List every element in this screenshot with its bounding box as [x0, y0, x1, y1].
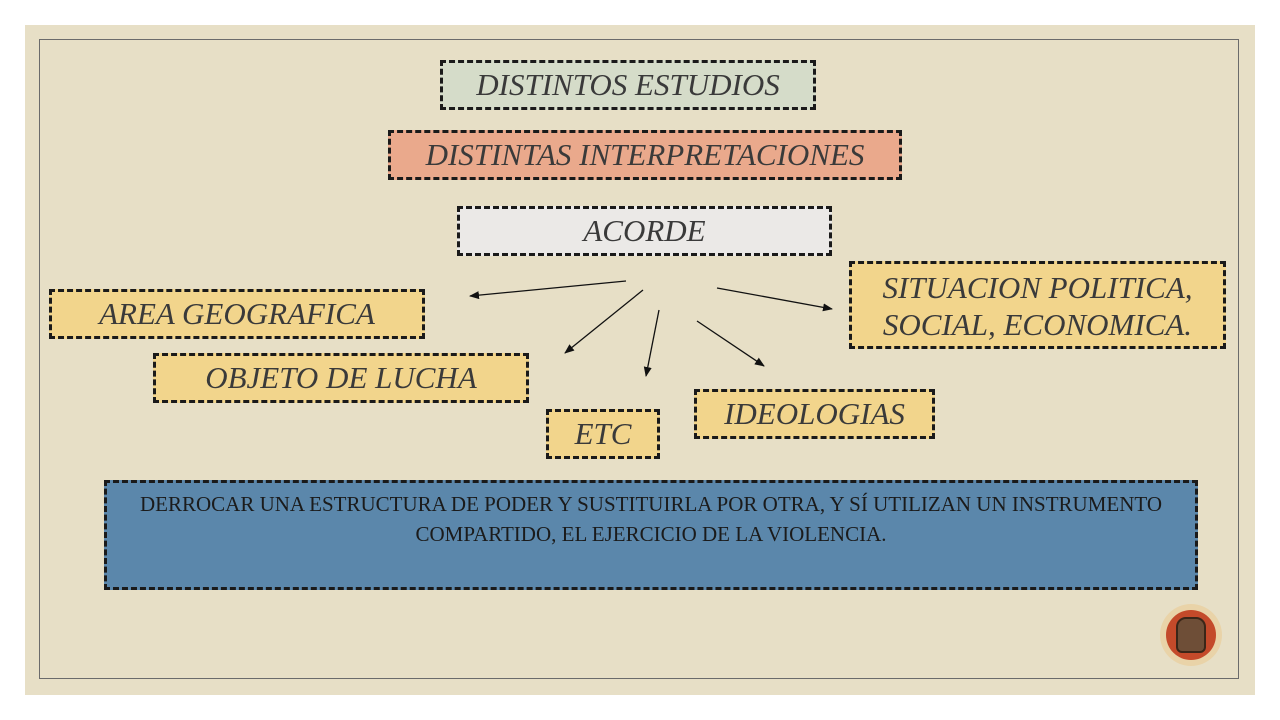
- objeto-de-lucha-text: OBJETO DE LUCHA: [205, 360, 477, 396]
- situacion-text-line1: SITUACION POLITICA,: [882, 269, 1193, 305]
- acorde-box: ACORDE: [457, 206, 832, 256]
- conclusion-box: DERROCAR UNA ESTRUCTURA DE PODER Y SUSTI…: [104, 480, 1198, 590]
- area-geografica-box: AREA GEOGRAFICA: [49, 289, 425, 339]
- distintas-interpretaciones-box: DISTINTAS INTERPRETACIONES: [388, 130, 902, 180]
- slide-frame: [39, 39, 1239, 679]
- distintos-estudios-text: DISTINTOS ESTUDIOS: [476, 67, 780, 103]
- emblem-inner-circle: [1166, 610, 1216, 660]
- conclusion-text: DERROCAR UNA ESTRUCTURA DE PODER Y SUSTI…: [139, 492, 1163, 547]
- distintos-estudios-box: DISTINTOS ESTUDIOS: [440, 60, 816, 110]
- area-geografica-text: AREA GEOGRAFICA: [99, 296, 375, 332]
- raised-fist-emblem-icon: [1160, 604, 1222, 666]
- distintas-interpretaciones-text: DISTINTAS INTERPRETACIONES: [425, 137, 865, 173]
- fist-shape: [1176, 617, 1206, 653]
- etc-box: ETC: [546, 409, 660, 459]
- ideologias-text: IDEOLOGIAS: [724, 396, 905, 432]
- etc-text: ETC: [574, 416, 632, 452]
- objeto-de-lucha-box: OBJETO DE LUCHA: [153, 353, 529, 403]
- situacion-text-line2: SOCIAL, ECONOMICA.: [882, 307, 1193, 342]
- ideologias-box: IDEOLOGIAS: [694, 389, 935, 439]
- situacion-box: SITUACION POLITICA, SOCIAL, ECONOMICA.: [849, 261, 1226, 349]
- acorde-text: ACORDE: [583, 213, 706, 249]
